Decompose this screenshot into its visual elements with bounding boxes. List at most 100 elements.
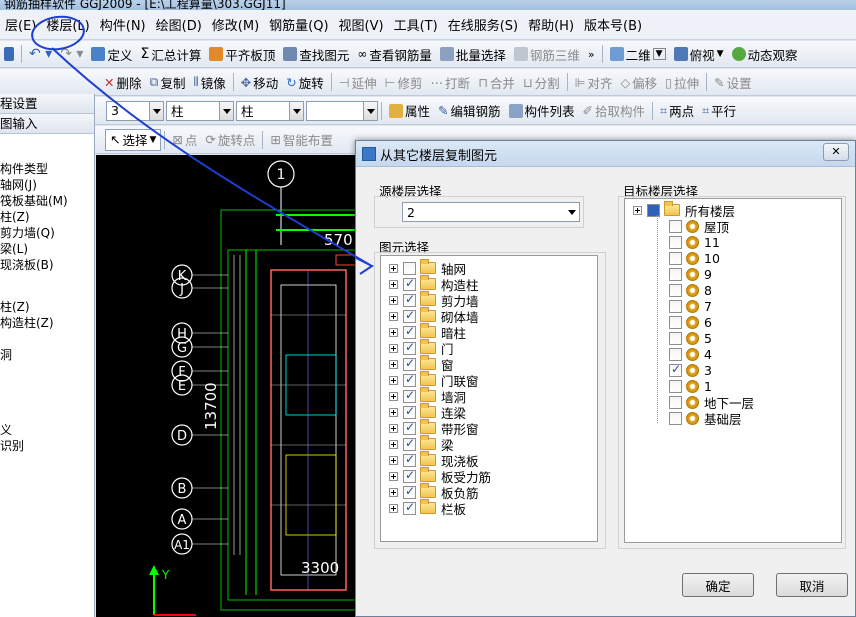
element-row[interactable]: 带形窗 [389,419,479,437]
batch-select-button[interactable]: 批量选择 [436,43,510,65]
element-row[interactable]: 门 [389,339,454,357]
save-button[interactable] [0,43,18,65]
parallel-button[interactable]: ⌗平行 [702,102,737,120]
element-checkbox[interactable] [403,276,416,291]
element-checkbox[interactable] [403,484,416,499]
expand-icon[interactable] [389,327,398,337]
floor-checkbox[interactable] [669,315,682,329]
expand-icon[interactable] [389,295,398,305]
element-checkbox[interactable] [403,436,416,451]
tree-item[interactable]: 梁(L) [0,242,29,256]
expand-icon[interactable] [389,311,398,321]
select-button[interactable]: ↖选择▼ [105,128,162,151]
more-chevron[interactable]: » [584,43,599,65]
view-top-button[interactable]: 俯视▼ [670,43,728,65]
menu-version[interactable]: 版本号(B) [584,19,643,34]
floor-row[interactable]: 基础层 [669,410,742,427]
pick-element-button[interactable]: ✐拾取构件 [582,103,646,119]
element-row[interactable]: 构造柱 [389,275,479,293]
tree-item[interactable]: 柱(Z) [0,300,30,314]
element-row[interactable]: 梁 [389,435,454,453]
expand-icon[interactable] [389,391,398,401]
expand-icon[interactable] [389,503,398,513]
element-row[interactable]: 现浇板 [389,451,479,469]
element-row[interactable]: 暗柱 [389,323,466,341]
undo-button[interactable]: ↶ ▾ [25,43,56,65]
type-select[interactable]: 柱 [166,100,234,121]
floor-checkbox[interactable] [669,299,682,313]
expand-icon[interactable] [389,439,398,449]
expand-icon[interactable] [389,487,398,497]
mirror-button[interactable]: ⫴镜像 [193,74,226,91]
tree-item[interactable]: 洞 [0,348,13,362]
align-button[interactable]: ⊫对齐 [574,74,613,91]
drawing-canvas[interactable]: 1 [96,155,366,617]
expand-icon[interactable] [389,423,398,433]
floor-row[interactable]: 10 [669,250,720,266]
rotate-point-button[interactable]: ⟳旋转点 [205,132,256,148]
tree-item[interactable]: 筏板基础(M) [0,194,68,208]
element-row[interactable]: 栏板 [389,499,466,517]
floor-row[interactable]: 3 [669,362,712,378]
name-select[interactable] [306,100,378,121]
collapse-icon[interactable] [633,205,642,215]
settings-button[interactable]: ✎设置 [714,74,752,91]
dialog-close-icon[interactable]: ✕ [823,143,849,161]
expand-icon[interactable] [389,407,398,417]
source-floor-select[interactable]: 2 [402,202,580,222]
extend-button[interactable]: ⊣延伸 [338,74,377,91]
tree-item[interactable]: 构件类型 [0,162,49,176]
point-button[interactable]: ⊠点 [172,132,198,148]
expand-icon[interactable] [389,375,398,385]
element-checkbox[interactable] [403,388,416,403]
cancel-button[interactable]: 取消 [776,573,848,597]
expand-icon[interactable] [389,279,398,289]
stretch-button[interactable]: ▯拉伸 [665,74,700,91]
element-row[interactable]: 窗 [389,355,454,373]
smart-place-button[interactable]: ⊞智能布置 [270,132,333,148]
tree-item[interactable]: 识别 [0,439,25,453]
slab-top-button[interactable]: 平齐板顶 [205,43,279,65]
element-checkbox[interactable] [403,452,416,467]
two-point-button[interactable]: ⌗两点 [660,102,695,120]
drawing-input-tab[interactable]: 图输入 [0,114,94,134]
find-element-button[interactable]: 查找图元 [279,43,353,65]
element-checkbox[interactable] [403,420,416,435]
expand-icon[interactable] [389,455,398,465]
tree-item[interactable] [0,273,94,289]
split-button[interactable]: ⊔分割 [522,74,560,91]
element-checkbox[interactable] [403,292,416,307]
floor-row[interactable]: 1 [669,378,712,394]
expand-icon[interactable] [389,471,398,481]
element-row[interactable]: 墙洞 [389,387,466,405]
menu-tools[interactable]: 工具(T) [393,19,438,34]
floor-row[interactable]: 4 [669,346,712,362]
copy-button[interactable]: ⧉复制 [149,74,186,91]
element-checkbox[interactable] [403,500,416,515]
element-checkbox[interactable] [403,308,416,323]
floor-select[interactable]: 3 [106,100,164,121]
element-row[interactable]: 门联窗 [389,371,479,389]
target-root-row[interactable]: 所有楼层 [633,201,735,219]
subtype-select[interactable]: 柱 [236,100,304,121]
expand-icon[interactable] [389,359,398,369]
menu-rebar[interactable]: 钢筋量(Q) [269,19,329,34]
menu-floor[interactable]: 楼层(L) [46,19,90,34]
break-button[interactable]: ⋯打断 [430,74,471,91]
redo-button[interactable]: ↷ ▾ [56,43,87,65]
floor-checkbox[interactable] [669,331,682,345]
tree-item[interactable]: 柱(Z) [0,210,30,224]
floor-checkbox[interactable] [669,395,682,409]
menu-draw[interactable]: 绘图(D) [155,19,202,34]
offset-button[interactable]: ◇偏移 [620,74,658,91]
floor-row[interactable]: 7 [669,298,712,314]
root-checkbox[interactable] [647,203,660,217]
tree-item[interactable] [0,289,94,299]
element-row[interactable]: 剪力墙 [389,291,479,309]
floor-checkbox[interactable] [669,267,682,281]
element-row[interactable]: 板负筋 [389,483,479,501]
properties-button[interactable]: 属性 [385,100,434,122]
floor-checkbox[interactable] [669,379,682,393]
view-rebar-button[interactable]: ∞查看钢筋量 [357,47,432,63]
expand-icon[interactable] [389,263,398,273]
